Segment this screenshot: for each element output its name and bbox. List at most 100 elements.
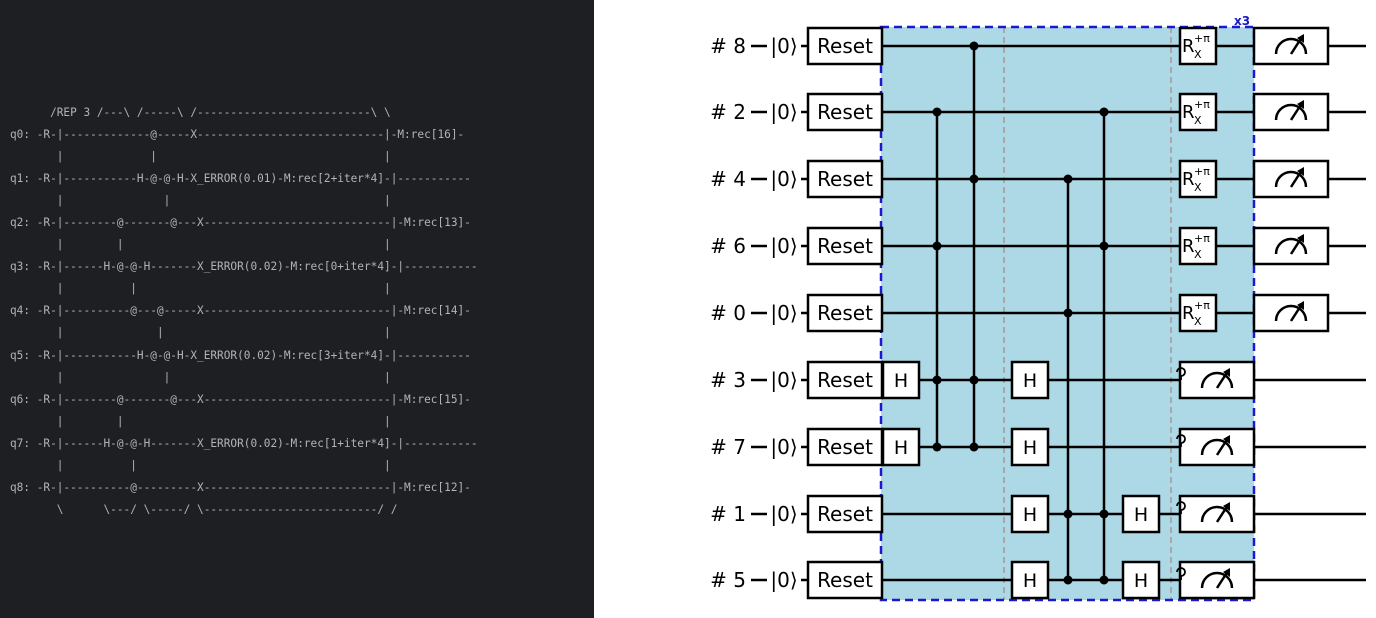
meter-arc <box>1200 438 1234 456</box>
ket-background <box>767 500 801 528</box>
hadamard-gate-box <box>1010 560 1050 600</box>
rx-gate-subscript: X <box>1194 48 1202 61</box>
reset-gate-box <box>806 159 884 199</box>
cz-control-dot <box>932 375 942 385</box>
cz-control-dot <box>969 442 979 452</box>
hadamard-gate-box <box>1010 494 1050 534</box>
rx-gate-superscript: +π <box>1194 165 1210 178</box>
rx-gate-box <box>1178 293 1218 333</box>
ascii-circuit-text: /REP 3 /---\ /-----\ /------------------… <box>10 106 478 516</box>
rx-gate-box <box>1178 92 1218 132</box>
qubit-label: # 3 <box>710 368 746 392</box>
reset-gate-label: Reset <box>817 368 873 392</box>
reset-gate-box <box>806 26 884 66</box>
rx-gate-superscript: +π <box>1194 98 1210 111</box>
qubit-label: # 2 <box>710 100 746 124</box>
measure-gate-box <box>1252 26 1330 66</box>
qubit-label: # 1 <box>710 502 746 526</box>
rx-gate-box <box>1178 26 1218 66</box>
ket-background <box>767 32 801 60</box>
qubit-label: # 4 <box>710 167 746 191</box>
meter-needle-tip <box>1297 167 1304 176</box>
hadamard-gate-label: H <box>1023 370 1037 392</box>
measure-meter-icon <box>1200 368 1234 389</box>
meter-arc <box>1274 37 1308 55</box>
cz-control-dot <box>932 241 942 251</box>
repeat-count-label: x3 <box>1234 14 1250 28</box>
meter-arc <box>1274 237 1308 255</box>
qubit-label: # 0 <box>710 301 746 325</box>
measure-meter-icon <box>1274 167 1308 188</box>
ket-zero-label: |0⟩ <box>770 568 797 592</box>
qubit-label: # 5 <box>710 568 746 592</box>
measure-gate-box <box>1252 226 1330 266</box>
measure-meter-icon <box>1274 100 1308 121</box>
reset-gate-box <box>806 226 884 266</box>
cz-control-dot <box>1099 509 1109 519</box>
meter-needle-tip <box>1223 368 1230 377</box>
reset-gate-label: Reset <box>817 301 873 325</box>
measure-gate-box <box>1178 427 1256 467</box>
meter-arc <box>1274 170 1308 188</box>
hadamard-gate-label: H <box>1023 504 1037 526</box>
meter-needle-tip <box>1297 301 1304 310</box>
hadamard-gate-box <box>1010 360 1050 400</box>
ket-background <box>767 433 801 461</box>
rx-gate-box <box>1178 226 1218 266</box>
hadamard-gate-label: H <box>1134 504 1148 526</box>
cz-control-dot <box>1099 107 1109 117</box>
hadamard-gate-label: H <box>894 437 908 459</box>
reset-gate-box <box>806 494 884 534</box>
ket-background <box>767 98 801 126</box>
cz-control-dot <box>1063 575 1073 585</box>
qubit-label: # 8 <box>710 34 746 58</box>
meter-needle-tip <box>1223 568 1230 577</box>
cz-control-dot <box>1063 174 1073 184</box>
cz-control-dot <box>1063 509 1073 519</box>
meter-arc <box>1274 103 1308 121</box>
rx-gate-superscript: +π <box>1194 299 1210 312</box>
meter-needle-tip <box>1223 435 1230 444</box>
rx-gate-label: R <box>1182 303 1195 324</box>
measure-error-mark <box>1176 501 1186 514</box>
reset-gate-box <box>806 560 884 600</box>
reset-gate-label: Reset <box>817 234 873 258</box>
ket-background <box>767 366 801 394</box>
measure-error-mark <box>1176 567 1186 580</box>
ket-zero-label: |0⟩ <box>770 234 797 258</box>
cz-control-dot <box>969 375 979 385</box>
reset-gate-box <box>806 92 884 132</box>
measure-gate-box <box>1178 360 1256 400</box>
rx-gate-subscript: X <box>1194 248 1202 261</box>
measure-meter-icon <box>1274 301 1308 322</box>
measure-meter-icon <box>1200 435 1234 456</box>
reset-gate-box <box>806 360 884 400</box>
ket-zero-label: |0⟩ <box>770 435 797 459</box>
rx-gate-label: R <box>1182 169 1195 190</box>
hadamard-gate-box <box>881 360 921 400</box>
circuit-diagram: x3# 8|0⟩Reset# 2|0⟩Reset# 4|0⟩Reset# 6|0… <box>710 14 1366 602</box>
rx-gate-superscript: +π <box>1194 32 1210 45</box>
measure-gate-box <box>1252 92 1330 132</box>
measure-meter-icon <box>1200 568 1234 589</box>
ket-background <box>767 165 801 193</box>
meter-arc <box>1274 304 1308 322</box>
cz-control-dot <box>969 41 979 51</box>
measure-gate-box <box>1252 159 1330 199</box>
cz-control-dot <box>932 442 942 452</box>
rx-gate-label: R <box>1182 236 1195 257</box>
reset-gate-label: Reset <box>817 167 873 191</box>
meter-arc <box>1200 571 1234 589</box>
ket-zero-label: |0⟩ <box>770 100 797 124</box>
ket-background <box>767 232 801 260</box>
hadamard-gate-box <box>1121 494 1161 534</box>
meter-arc <box>1200 505 1234 523</box>
ket-zero-label: |0⟩ <box>770 34 797 58</box>
measure-meter-icon <box>1274 34 1308 55</box>
ket-zero-label: |0⟩ <box>770 167 797 191</box>
cz-control-dot <box>1099 241 1109 251</box>
reset-gate-label: Reset <box>817 435 873 459</box>
hadamard-gate-label: H <box>1134 570 1148 592</box>
ket-background <box>767 566 801 594</box>
reset-gate-label: Reset <box>817 502 873 526</box>
